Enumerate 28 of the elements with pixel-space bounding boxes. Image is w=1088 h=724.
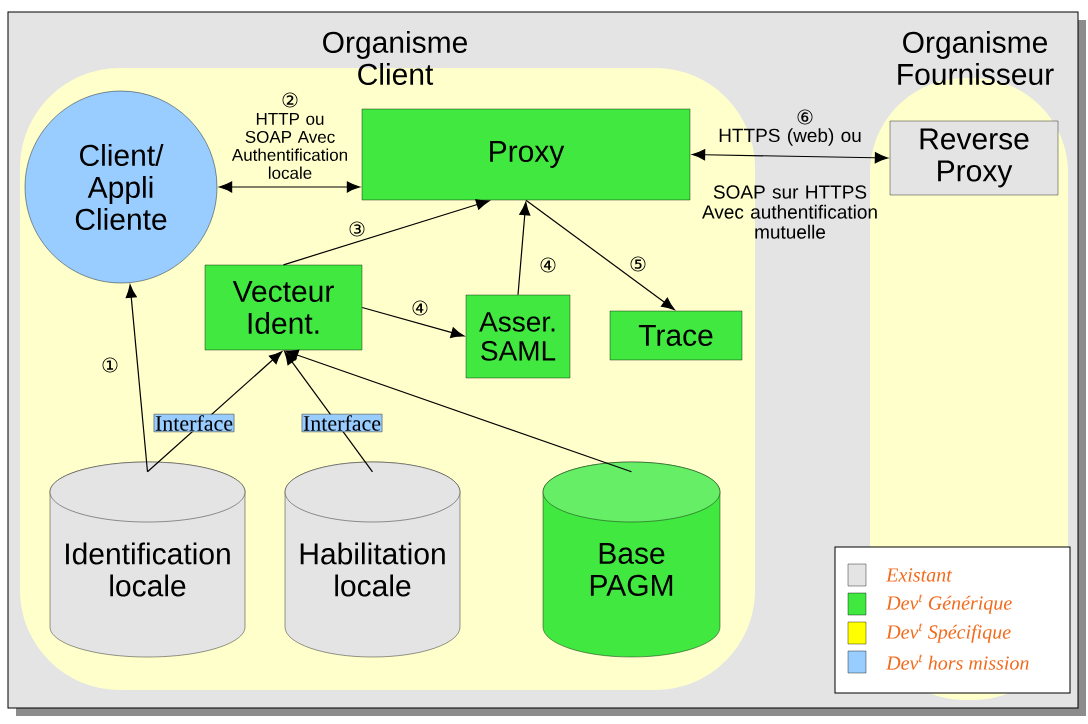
legend-label: Existant xyxy=(885,568,953,582)
arrow xyxy=(361,306,465,338)
arrow xyxy=(218,181,361,193)
protocol-note: HTTP ou SOAP Avec Authentification locale xyxy=(231,113,347,179)
arrow xyxy=(691,149,889,164)
node-label: Organisme xyxy=(903,30,1048,59)
interface-tag: Interface xyxy=(301,413,383,433)
arrow xyxy=(517,201,531,296)
arrow xyxy=(146,351,283,473)
process-box: Proxy xyxy=(361,108,691,201)
process-box: Reverse Proxy xyxy=(889,120,1059,196)
arrow xyxy=(282,199,490,266)
process-box: Vecteur Ident. xyxy=(204,264,363,351)
protocol-note: HTTPS (web) ou xyxy=(719,128,861,146)
database-cylinder: Habilitation locale xyxy=(284,461,461,658)
node-label: Organisme xyxy=(323,30,468,59)
legend-label: Dev$^{t}$ Générique xyxy=(886,594,1012,614)
legend-label: Dev$^{t}$ hors mission xyxy=(886,654,1029,670)
arrow xyxy=(285,349,633,473)
interface-tag: Interface xyxy=(153,413,235,433)
legend-label: Dev$^{t}$ Spécifique xyxy=(886,623,1011,643)
arrow xyxy=(125,284,149,473)
process-box: Trace xyxy=(609,310,743,361)
protocol-note: SOAP sur HTTPS Avec authentification mutuelle xyxy=(702,185,877,239)
arrow xyxy=(525,199,675,311)
database-cylinder: Base PAGM xyxy=(542,461,721,658)
database-cylinder: Identification locale xyxy=(49,461,246,658)
process-box: Asser. SAML xyxy=(465,294,571,379)
